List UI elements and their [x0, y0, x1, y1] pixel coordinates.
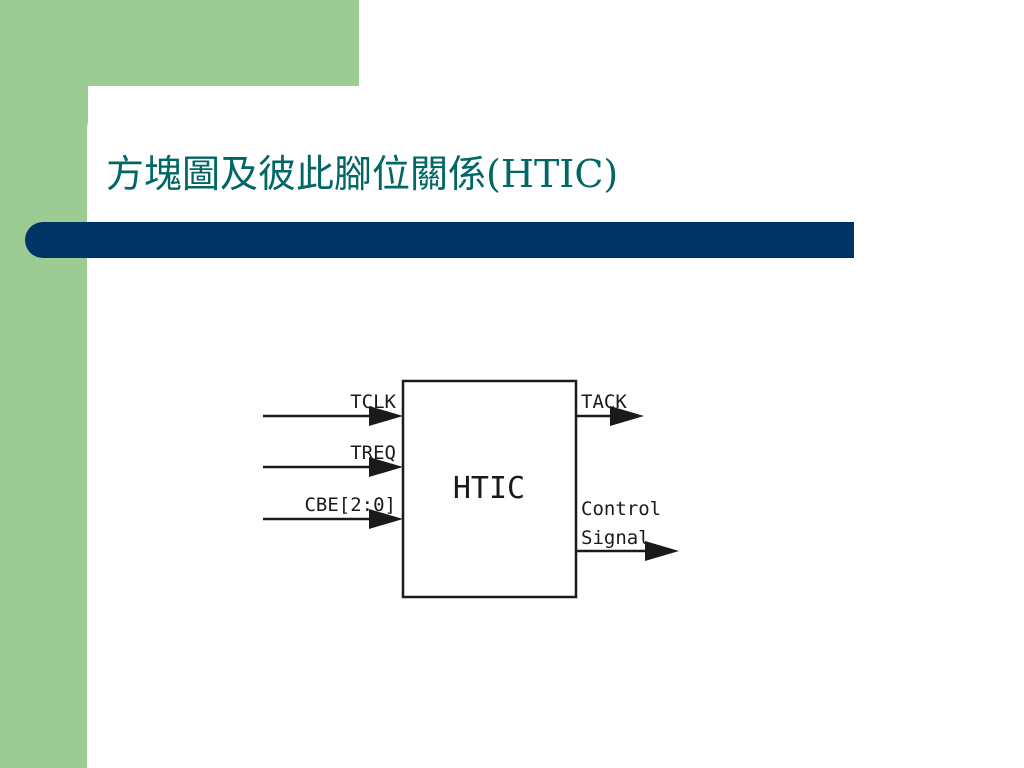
- input-arrow-treq: [369, 457, 403, 477]
- output-arrow-control-signal: [645, 541, 679, 561]
- slide-title: 方塊圖及彼此腳位關係(HTIC): [106, 152, 619, 196]
- output-label-signal: Signal: [581, 527, 650, 549]
- htic-block: [401, 379, 578, 599]
- decorative-sidebar: [0, 0, 88, 768]
- title-underline-bar: [25, 222, 854, 258]
- input-arrow-tclk: [369, 406, 403, 426]
- output-label-tack: TACK: [581, 391, 627, 413]
- output-label-control: Control: [581, 498, 661, 520]
- input-label-treq: TREQ: [350, 442, 396, 464]
- input-arrow-cbe: [369, 509, 403, 529]
- input-label-cbe: CBE[2:0]: [304, 494, 396, 516]
- htic-block-label: HTIC: [453, 471, 525, 506]
- output-arrow-tack: [610, 406, 644, 426]
- decorative-header-block: [0, 0, 359, 86]
- input-label-tclk: TCLK: [350, 391, 396, 413]
